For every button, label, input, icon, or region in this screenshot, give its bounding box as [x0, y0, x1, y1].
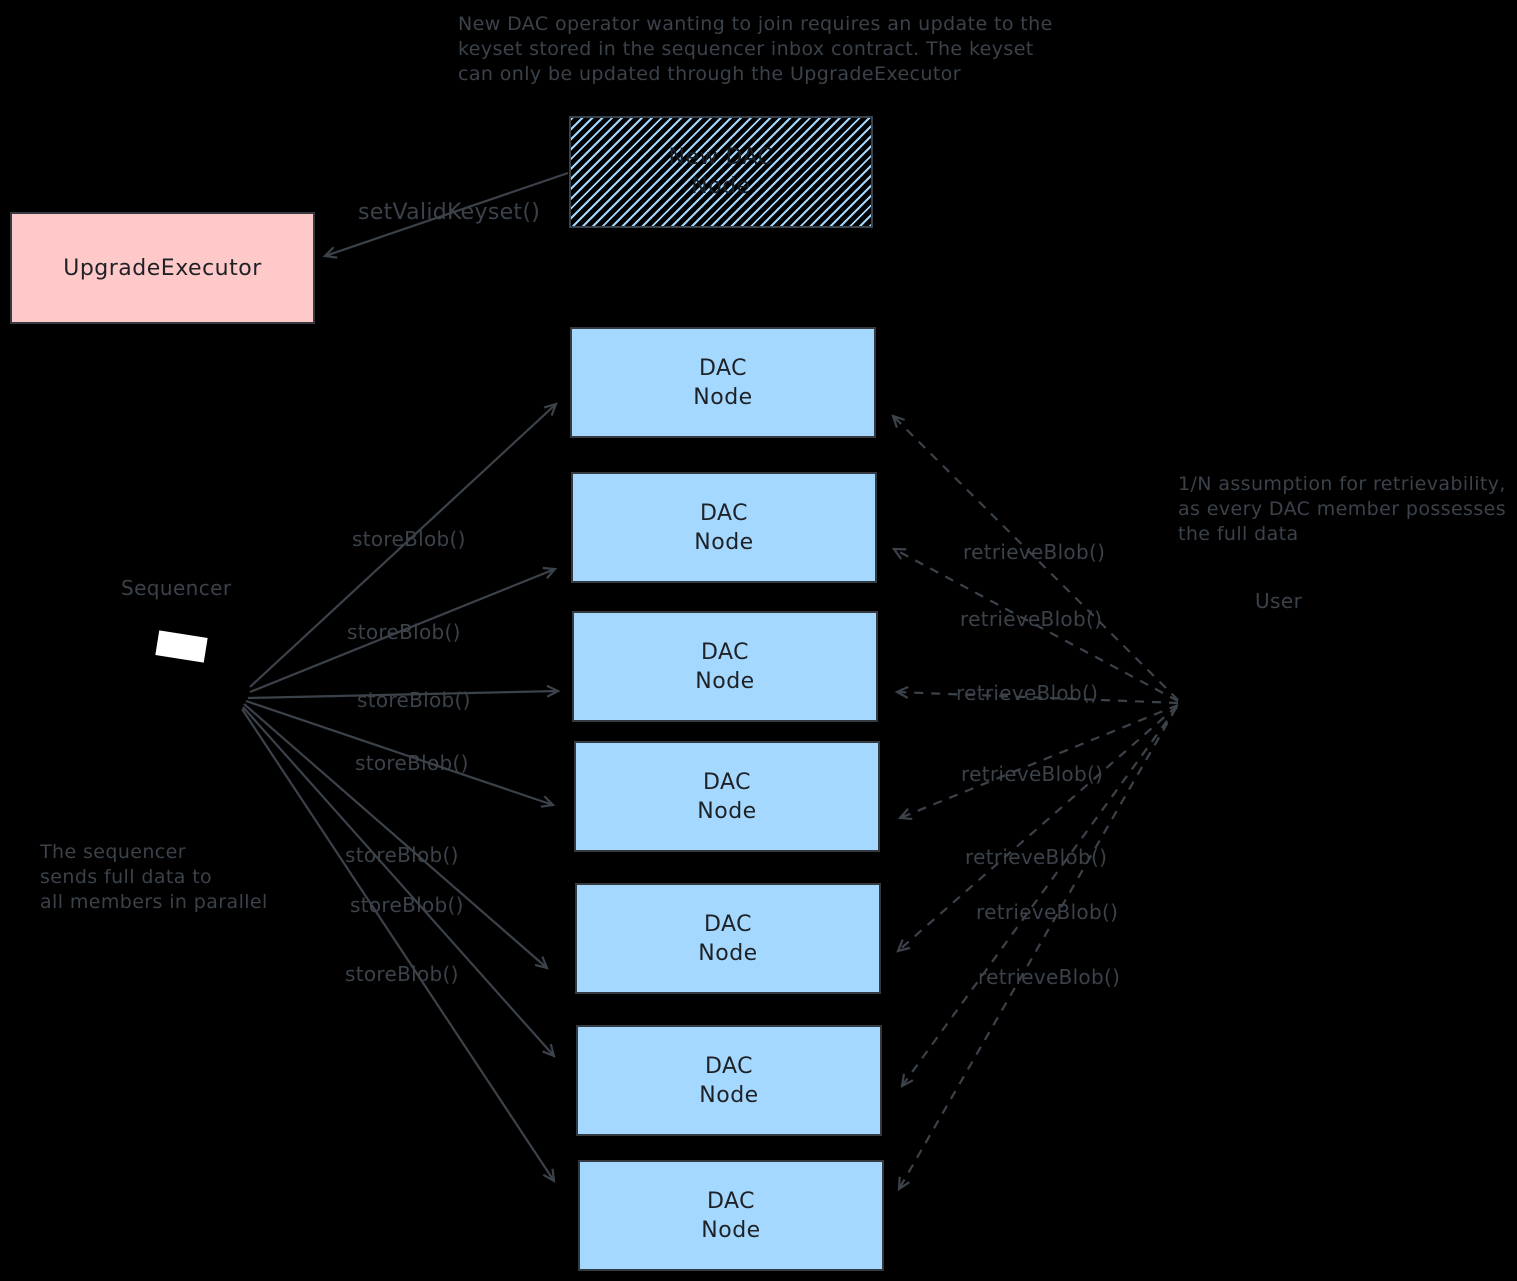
store-blob-label-1: storeBlob()	[352, 527, 466, 551]
upgrade-executor-label: UpgradeExecutor	[63, 255, 262, 281]
left-note-line: sends full data to	[40, 866, 213, 888]
dac-node-label-line2: Node	[701, 1217, 761, 1243]
store-blob-arrow-1	[249, 402, 558, 688]
user-label: User	[1255, 589, 1303, 613]
left-note-line: all members in parallel	[40, 891, 268, 913]
right-note-line: 1/N assumption for retrievability,	[1178, 473, 1506, 495]
dac-node-label-line2: Node	[699, 1082, 759, 1108]
new-dac-node-box[interactable]: New DAC Node	[569, 116, 873, 228]
dac-node-label-line1: DAC	[706, 1188, 756, 1214]
retrieve-blob-arrow-7	[897, 707, 1177, 1192]
retrieve-blob-label-7: retrieveBlob()	[978, 965, 1121, 989]
retrieve-blob-label-5: retrieveBlob()	[965, 845, 1108, 869]
dac-node-label-line2: Node	[697, 798, 757, 824]
retrieve-blob-arrow-5	[896, 705, 1178, 953]
dac-node-box-2[interactable]: DAC Node	[571, 472, 877, 583]
retrieve-blob-arrow-3	[894, 685, 1179, 705]
top-note-line: New DAC operator wanting to join require…	[458, 13, 1053, 35]
dac-node-box-1[interactable]: DAC Node	[570, 327, 876, 438]
dac-node-box-6[interactable]: DAC Node	[576, 1025, 882, 1136]
right-note-line: the full data	[1178, 523, 1299, 545]
dac-node-label-line1: DAC	[699, 500, 749, 526]
store-blob-arrow-4	[245, 699, 556, 808]
dac-node-box-5[interactable]: DAC Node	[575, 883, 881, 994]
right-note: 1/N assumption for retrievability, as ev…	[1178, 472, 1506, 547]
left-note: The sequencer sends full data to all mem…	[40, 840, 268, 915]
retrieve-blob-label-3: retrieveBlob()	[956, 681, 1099, 705]
right-note-line: as every DAC member possesses	[1178, 498, 1507, 520]
dac-node-label-line1: DAC	[702, 769, 752, 795]
top-note-line: keyset stored in the sequencer inbox con…	[458, 38, 1034, 60]
store-blob-label-6: storeBlob()	[350, 893, 464, 917]
dac-node-label-line2: Node	[694, 529, 754, 555]
store-blob-label-5: storeBlob()	[345, 843, 459, 867]
sequencer-label: Sequencer	[121, 576, 232, 600]
dac-node-box-3[interactable]: DAC Node	[572, 611, 878, 722]
dac-node-label-line2: Node	[698, 940, 758, 966]
dac-node-box-7[interactable]: DAC Node	[578, 1160, 884, 1271]
store-blob-arrow-7	[241, 708, 556, 1184]
new-dac-node-label-line2: Node	[691, 174, 751, 199]
upgrade-executor-box[interactable]: UpgradeExecutor	[10, 212, 315, 324]
retrieve-blob-arrow-2	[891, 547, 1179, 702]
dac-node-label-line2: Node	[695, 668, 755, 694]
dac-node-label-line1: DAC	[700, 639, 750, 665]
retrieve-blob-label-4: retrieveBlob()	[961, 762, 1104, 786]
store-blob-arrow-2	[249, 566, 558, 694]
new-dac-node-label-line1: New DAC	[668, 145, 774, 170]
dac-node-label-line1: DAC	[698, 355, 748, 381]
store-blob-arrow-6	[242, 706, 556, 1058]
dac-node-label-line2: Node	[693, 384, 753, 410]
top-note-line: can only be updated through the UpgradeE…	[458, 63, 961, 85]
store-blob-arrow-5	[243, 703, 549, 970]
store-blob-label-4: storeBlob()	[355, 751, 469, 775]
retrieve-blob-label-6: retrieveBlob()	[976, 900, 1119, 924]
dac-node-label-line1: DAC	[704, 1053, 754, 1079]
store-blob-label-2: storeBlob()	[347, 620, 461, 644]
dac-node-label-line1: DAC	[703, 911, 753, 937]
dac-node-box-4[interactable]: DAC Node	[574, 741, 880, 852]
store-blob-arrow-3	[247, 684, 561, 700]
retrieve-blob-label-1: retrieveBlob()	[963, 540, 1106, 564]
left-note-line: The sequencer	[40, 841, 186, 863]
store-blob-label-3: storeBlob()	[357, 688, 471, 712]
top-note: New DAC operator wanting to join require…	[458, 12, 1053, 87]
retrieve-blob-label-2: retrieveBlob()	[960, 607, 1103, 631]
store-blob-label-7: storeBlob()	[345, 962, 459, 986]
set-valid-keyset-arrow	[322, 171, 569, 259]
set-valid-keyset-label: setValidKeyset()	[358, 200, 541, 225]
